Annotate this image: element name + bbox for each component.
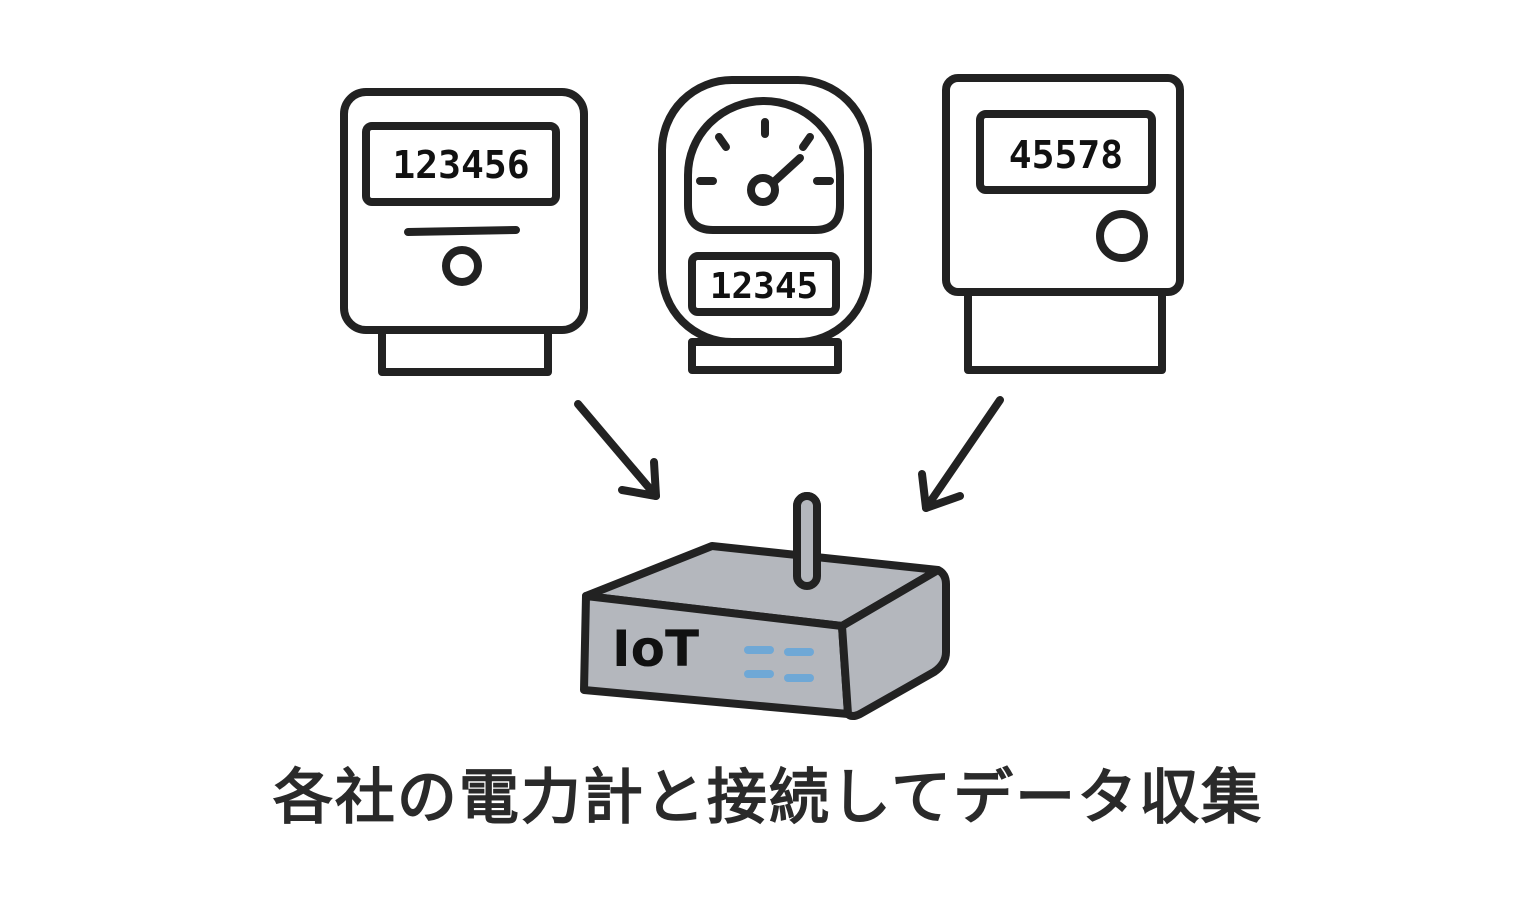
meter-left: 123456 (340, 88, 588, 376)
diagram-caption: 各社の電力計と接続してデータ収集 (272, 763, 1264, 833)
arrow-right (918, 396, 1004, 512)
meter-right-display (976, 110, 1156, 194)
arrow-right-shaft (922, 396, 1004, 512)
meter-left-reading: 123456 (392, 143, 529, 187)
meter-left-divider (404, 226, 520, 236)
meter-left-base (378, 326, 552, 376)
meter-middle-base (688, 338, 842, 374)
meter-middle-reading: 12345 (710, 266, 818, 307)
meter-right-base (964, 288, 1166, 374)
meter-middle: 12345 (658, 76, 872, 374)
meter-right-knob-icon (1096, 210, 1148, 262)
meter-middle-dial-face (684, 97, 844, 234)
meter-left-display (362, 122, 560, 206)
arrow-left-head-icon (618, 458, 660, 500)
arrow-left (574, 400, 660, 500)
dial-tick (799, 133, 814, 151)
meter-left-knob-icon (442, 246, 482, 286)
arrow-left-shaft (574, 400, 660, 500)
gateway-side-face (838, 566, 950, 720)
meter-middle-display (688, 252, 840, 316)
arrow-right-head-icon (918, 470, 964, 512)
gateway-antenna-top (793, 492, 821, 590)
meter-right: 45578 (942, 74, 1184, 374)
meter-right-reading: 45578 (1009, 133, 1123, 177)
dial-tick (715, 133, 730, 151)
iot-gateway: IoT (580, 492, 950, 720)
gateway-label: IoT (612, 620, 699, 678)
dial-hub-icon (747, 174, 779, 206)
